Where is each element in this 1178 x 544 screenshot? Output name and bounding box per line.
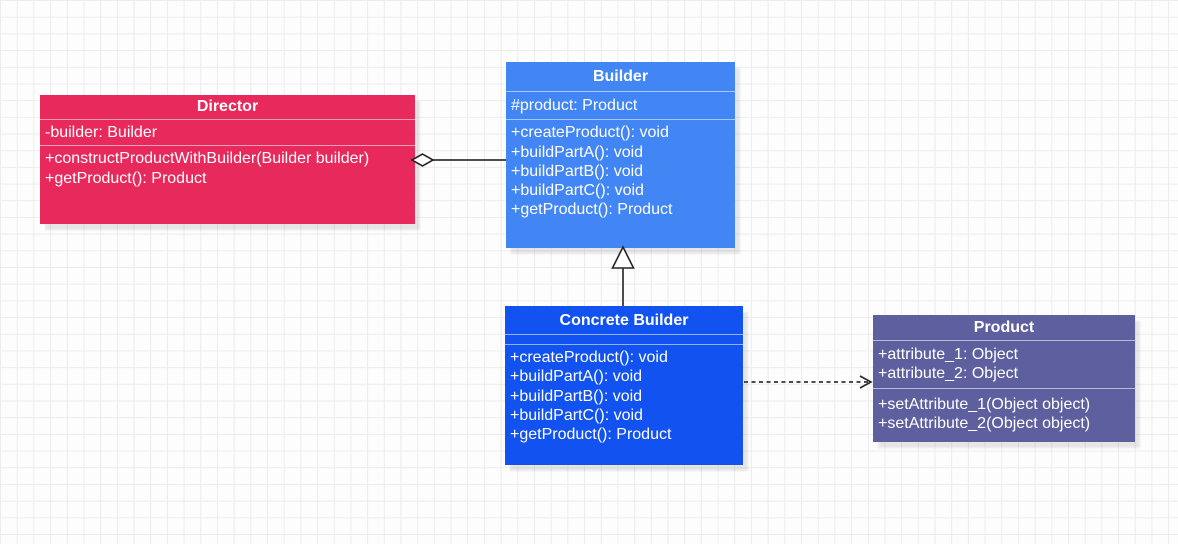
class-director[interactable]: Director -builder: Builder +constructPro… — [40, 95, 415, 224]
class-product-attributes: +attribute_1: Object +attribute_2: Objec… — [873, 341, 1135, 387]
edge-generalization-concrete-builder-builder[interactable] — [611, 245, 635, 306]
class-concrete-builder[interactable]: Concrete Builder +createProduct(): void … — [505, 306, 743, 465]
section-divider — [506, 119, 735, 121]
class-concrete-builder-attributes — [505, 335, 743, 344]
open-arrowhead-icon — [859, 375, 873, 389]
method: +buildPartB(): void — [511, 162, 644, 180]
attribute: -builder: Builder — [45, 124, 158, 142]
section-divider — [873, 387, 1135, 389]
class-product-title: Product — [973, 319, 1035, 336]
aggregation-diamond-icon — [410, 153, 435, 167]
class-concrete-builder-title: Concrete Builder — [559, 312, 689, 329]
class-builder-attributes: #product: Product — [506, 92, 735, 119]
class-builder-methods: +createProduct(): void +buildPartA(): vo… — [506, 120, 735, 248]
edge-dependency-concrete-builder-product[interactable] — [744, 375, 873, 389]
class-director-methods: +constructProductWithBuilder(Builder bui… — [40, 146, 415, 224]
method: +setAttribute_1(Object object) — [878, 395, 1091, 413]
section-divider — [40, 119, 415, 121]
section-divider — [505, 334, 743, 336]
attribute: +attribute_1: Object — [878, 346, 1019, 364]
attribute: #product: Product — [511, 97, 638, 115]
edge-aggregation-director-builder[interactable] — [410, 153, 506, 167]
method: +createProduct(): void — [511, 124, 669, 142]
section-divider — [506, 91, 735, 93]
class-product[interactable]: Product +attribute_1: Object +attribute_… — [873, 315, 1135, 442]
method: +buildPartC(): void — [511, 181, 644, 199]
method: +getProduct(): Product — [45, 169, 207, 187]
class-builder[interactable]: Builder #product: Product +createProduct… — [506, 62, 735, 248]
method: +buildPartC(): void — [510, 406, 643, 424]
method: +constructProductWithBuilder(Builder bui… — [45, 150, 370, 168]
attribute: +attribute_2: Object — [878, 365, 1019, 383]
method: +getProduct(): Product — [511, 201, 673, 219]
inheritance-triangle-icon — [611, 245, 635, 269]
section-divider — [40, 145, 415, 147]
class-director-title: Director — [196, 98, 259, 115]
method: +setAttribute_2(Object object) — [878, 414, 1091, 432]
method: +buildPartA(): void — [510, 368, 643, 386]
class-concrete-builder-methods: +createProduct(): void +buildPartA(): vo… — [505, 345, 743, 465]
method: +buildPartB(): void — [510, 387, 643, 405]
class-director-attributes: -builder: Builder — [40, 120, 415, 145]
class-product-methods: +setAttribute_1(Object object) +setAttri… — [873, 389, 1135, 442]
method: +createProduct(): void — [510, 349, 668, 367]
class-builder-title: Builder — [592, 68, 649, 85]
method: +buildPartA(): void — [511, 143, 644, 161]
method: +getProduct(): Product — [510, 425, 672, 443]
section-divider — [873, 340, 1135, 342]
section-divider — [505, 344, 743, 346]
